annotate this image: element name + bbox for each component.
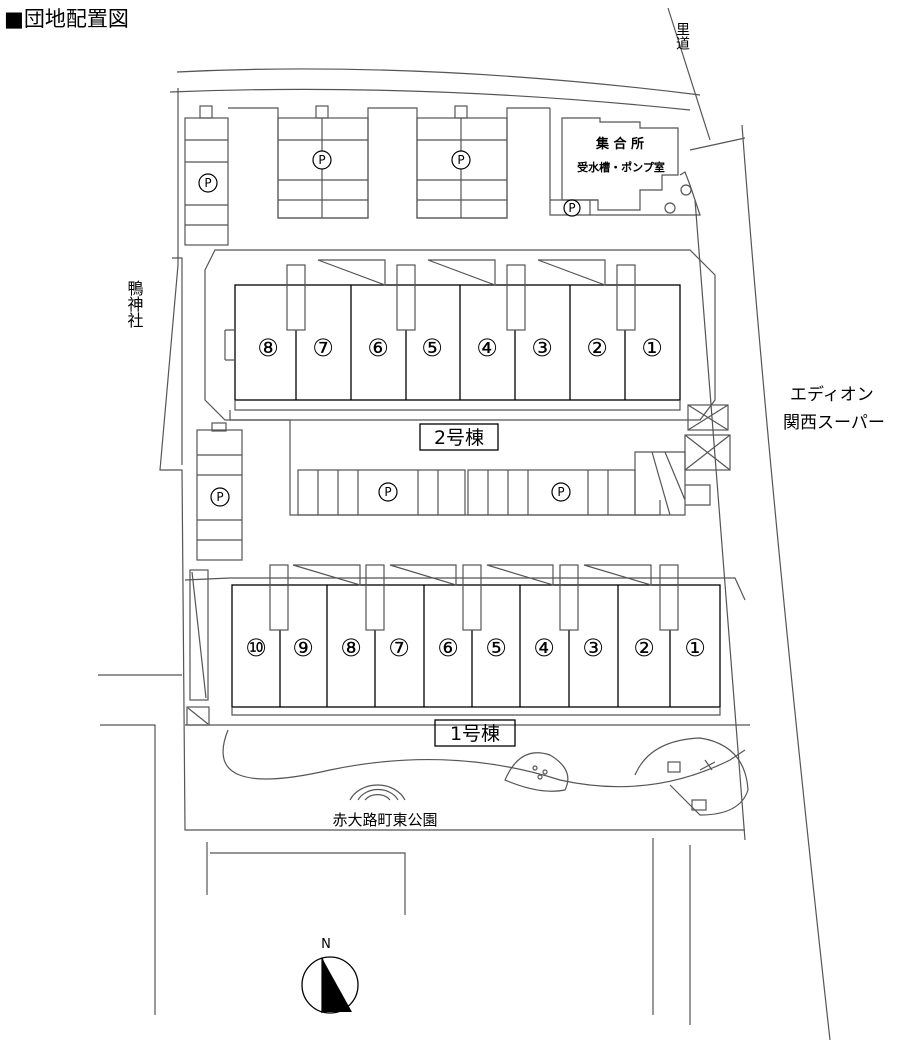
building-1-label: 1号棟: [450, 723, 500, 745]
unit-label: ③: [582, 634, 604, 662]
hall-label: 集 合 所: [595, 136, 644, 152]
svg-text:P: P: [216, 490, 223, 504]
building-2-label: 2号棟: [434, 427, 484, 449]
pump-room-label: 受水槽・ポンプ室: [577, 160, 665, 174]
building-2: 2号棟 ⑧ ⑦ ⑥ ⑤ ④ ③ ② ①: [224, 259, 681, 451]
parking-icon: P: [378, 482, 398, 502]
path-label: 里道: [674, 22, 690, 51]
unit-label: ⑨: [292, 634, 314, 662]
unit-label: ⑥: [367, 334, 389, 362]
svg-text:P: P: [384, 485, 391, 499]
svg-text:P: P: [318, 153, 325, 167]
store-label-line1: エディオン: [790, 384, 874, 405]
svg-text:P: P: [568, 201, 575, 215]
community-hall: 集 合 所 受水槽・ポンプ室: [549, 108, 701, 216]
store-label-line2: 関西スーパー: [783, 413, 885, 433]
unit-label: ⑧: [257, 334, 279, 362]
unit-label: ⑤: [485, 634, 507, 662]
parking-top: [184, 105, 550, 246]
parking-icon: P: [312, 150, 332, 170]
page-title: ■団地配置図: [4, 7, 129, 31]
shrine-label: 鴨神社: [125, 280, 144, 328]
unit-label: ④: [533, 634, 555, 662]
unit-label: ①: [684, 634, 706, 662]
parking-icon: P: [451, 150, 471, 170]
unit-label: ②: [586, 334, 608, 362]
svg-text:P: P: [457, 153, 464, 167]
parking-icon: P: [551, 482, 571, 502]
unit-label: ⑤: [421, 334, 443, 362]
north-compass-icon: N: [301, 937, 359, 1014]
building-1: 1号棟 ⑩ ⑨ ⑧ ⑦ ⑥ ⑤ ④ ③ ② ①: [231, 564, 721, 747]
unit-label: ④: [476, 334, 498, 362]
unit-label: ③: [531, 334, 553, 362]
unit-label: ⑩: [245, 634, 267, 662]
unit-label: ⑧: [340, 634, 362, 662]
parking-icon: P: [198, 173, 218, 193]
svg-text:P: P: [204, 176, 211, 190]
svg-text:P: P: [557, 485, 564, 499]
parking-markers: P P P P P P P: [198, 150, 581, 507]
unit-label: ②: [633, 634, 655, 662]
site-boundaries: [98, 7, 831, 1041]
parking-middle: [196, 404, 731, 561]
unit-label: ⑦: [312, 334, 334, 362]
parking-icon: P: [210, 487, 230, 507]
unit-label: ①: [641, 334, 663, 362]
unit-label: ⑦: [388, 634, 410, 662]
parking-icon: P: [563, 199, 581, 217]
north-label: N: [321, 937, 331, 952]
park: 赤大路町東公園: [332, 737, 749, 829]
park-label: 赤大路町東公園: [332, 811, 437, 829]
unit-label: ⑥: [437, 634, 459, 662]
